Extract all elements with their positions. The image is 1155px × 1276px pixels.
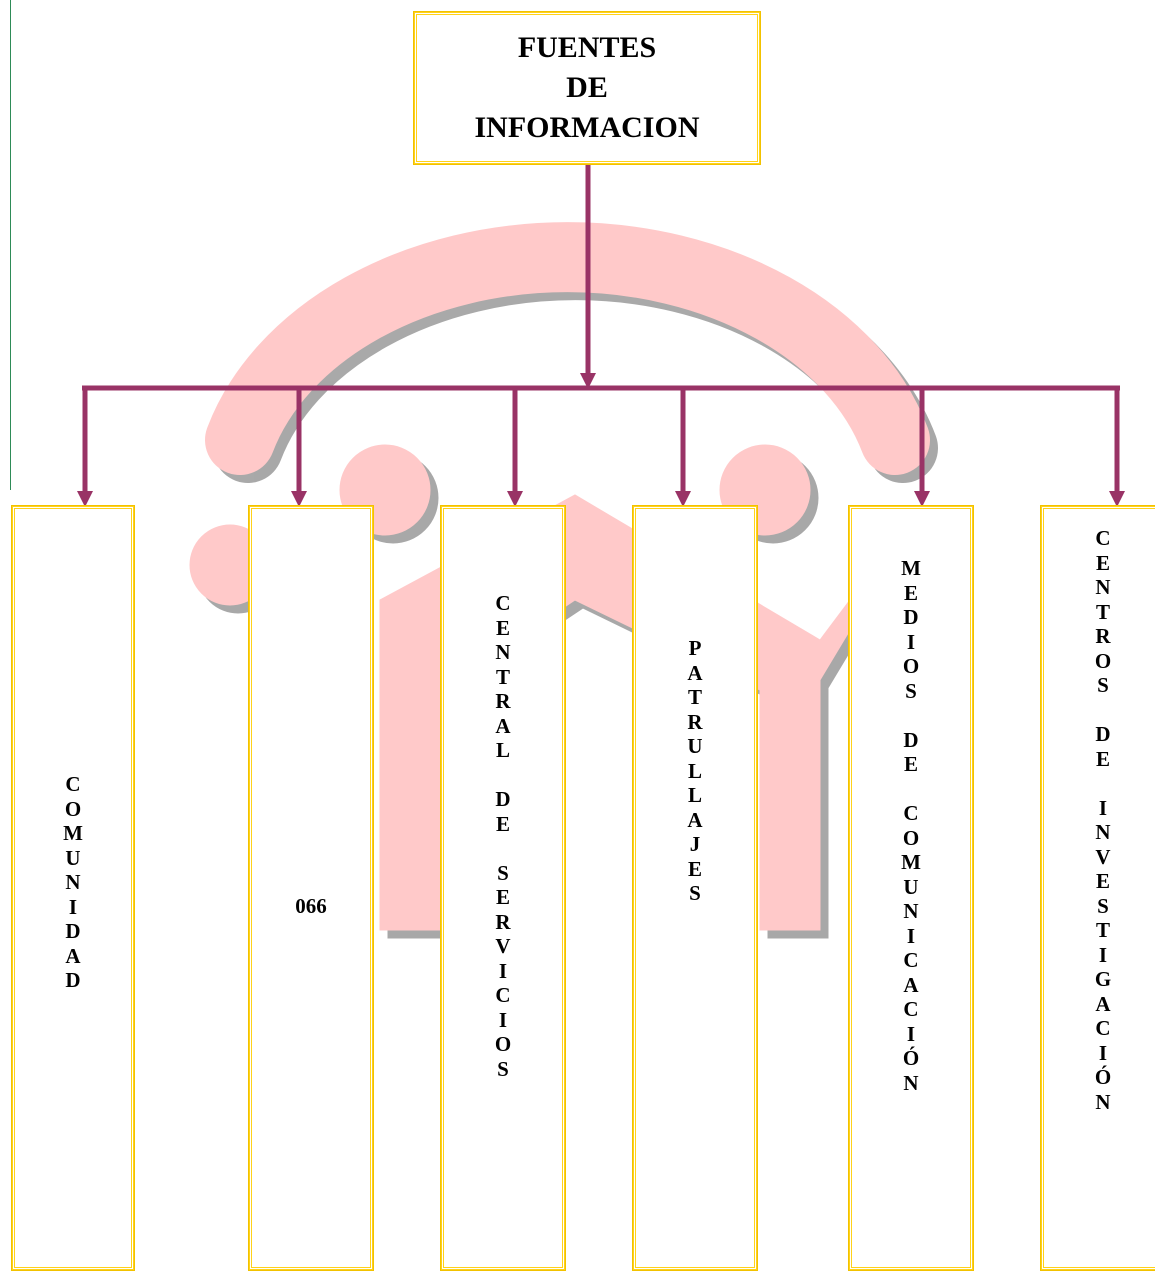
arrow-down-icon	[580, 373, 596, 389]
root-line-2: DE	[566, 71, 608, 104]
arrow-down-icon	[507, 491, 523, 507]
connector-lines	[77, 164, 1125, 507]
node-066: 066	[248, 505, 374, 1271]
arrow-down-icon	[291, 491, 307, 507]
arrow-down-icon	[675, 491, 691, 507]
left-margin-rule	[10, 0, 11, 490]
watermark-logo	[189, 222, 938, 939]
root-node-fuentes-de-informacion: FUENTES DE INFORMACION	[413, 11, 761, 165]
root-line-1: FUENTES	[517, 31, 657, 64]
node-label: 066	[295, 894, 327, 918]
arrow-down-icon	[1109, 491, 1125, 507]
arrow-down-icon	[77, 491, 93, 507]
arrow-down-icon	[914, 491, 930, 507]
root-line-3: INFORMACION	[474, 111, 700, 144]
